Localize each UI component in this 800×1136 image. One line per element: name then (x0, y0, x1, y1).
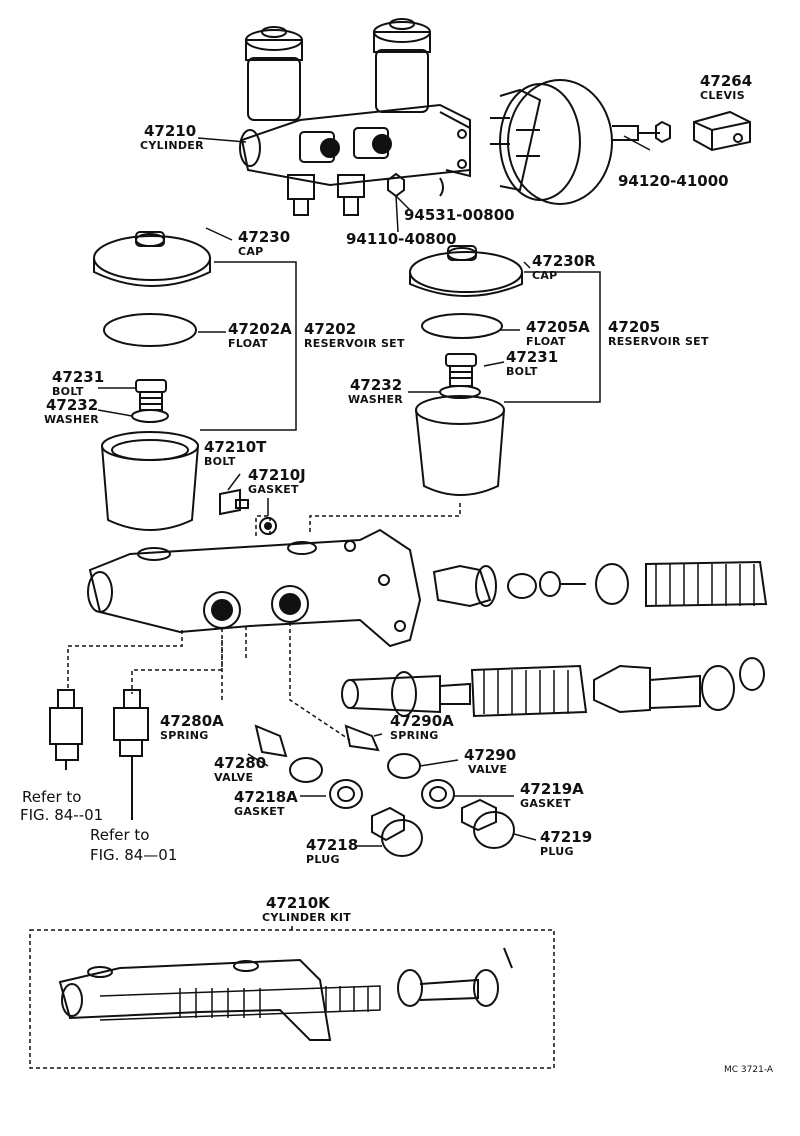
fitting-left (49, 689, 83, 770)
label-47219A-num: 47219A (520, 780, 584, 798)
label-47202-num: 47202 (304, 320, 357, 338)
springs-valves (254, 724, 515, 857)
label-47290A-name: SPRING (390, 729, 439, 742)
label-47218A-num: 47218A (234, 788, 298, 806)
clevis-drawing (693, 110, 751, 152)
label-47232-right-name: WASHER (348, 393, 404, 406)
brake-booster (490, 79, 671, 205)
label-47202A-name: FLOAT (228, 337, 268, 350)
label-47280A-num: 47280A (160, 712, 224, 730)
right-reservoir-set-drawing (409, 245, 601, 496)
label-47280-num: 47280 (214, 754, 267, 772)
label-47210-num: 47210 (144, 122, 197, 140)
label-47230R-name: CAP (532, 269, 558, 282)
label-47232-left-num: 47232 (46, 396, 99, 414)
left-reservoir-set-drawing (93, 231, 297, 531)
label-47205-num: 47205 (608, 318, 661, 336)
label-47219A-name: GASKET (520, 797, 571, 810)
piston-parts-row2 (341, 657, 765, 718)
label-47219-num: 47219 (540, 828, 593, 846)
label-47218-num: 47218 (306, 836, 359, 854)
label-47290A-num: 47290A (390, 712, 454, 730)
refer-right-line1: Refer to (90, 826, 150, 844)
label-47230-name: CAP (238, 245, 264, 258)
label-47280A-name: SPRING (160, 729, 209, 742)
label-47231-right-num: 47231 (506, 348, 559, 366)
cylinder-kit-box (29, 926, 555, 1069)
label-47202A-num: 47202A (228, 320, 292, 338)
label-47231-right-name: BOLT (506, 365, 538, 378)
label-47205-name: RESERVOIR SET (608, 335, 709, 348)
refer-right-line2: FIG. 84—01 (90, 846, 178, 864)
label-47210J-num: 47210J (248, 466, 306, 484)
figure-code: MC 3721-A (724, 1065, 774, 1075)
label-94110-num: 94110-40800 (346, 230, 457, 248)
refer-left-line1: Refer to (22, 788, 82, 806)
label-94120-num: 94120-41000 (618, 172, 729, 190)
label-47210-name: CYLINDER (140, 139, 204, 152)
label-47290-num: 47290 (464, 746, 517, 764)
cylinder-body-drawing (87, 500, 461, 648)
label-94531-num: 94531-00800 (404, 206, 515, 224)
label-47232-left-name: WASHER (44, 413, 100, 426)
label-47205A-num: 47205A (526, 318, 590, 336)
refer-left-line2: FIG. 84--01 (20, 806, 104, 824)
label-47232-right-num: 47232 (350, 376, 403, 394)
piston-parts-row1 (432, 560, 768, 608)
label-47219-name: PLUG (540, 845, 574, 858)
label-47290-name: VALVE (468, 763, 508, 776)
label-47231-left-num: 47231 (52, 368, 105, 386)
label-47210K-num: 47210K (266, 894, 330, 912)
label-47231-left-name: BOLT (52, 385, 84, 398)
label-47230R-num: 47230R (532, 252, 596, 270)
label-47230-num: 47230 (238, 228, 291, 246)
label-47210J-name: GASKET (248, 483, 299, 496)
label-47218A-name: GASKET (234, 805, 285, 818)
label-leaders (97, 135, 651, 847)
bolt-gasket-drawing (219, 488, 277, 535)
label-47218-name: PLUG (306, 853, 340, 866)
label-47210T-num: 47210T (204, 438, 267, 456)
label-47210K-name: CYLINDER KIT (262, 911, 352, 924)
label-47264-name: CLEVIS (700, 89, 745, 102)
label-47280-name: VALVE (214, 771, 254, 784)
label-47210T-name: BOLT (204, 455, 236, 468)
label-47264-num: 47264 (700, 72, 753, 90)
label-47202-name: RESERVOIR SET (304, 337, 405, 350)
master-cylinder-assembly-top (239, 18, 471, 216)
fitting-right (113, 689, 149, 820)
fitting-leaders (67, 622, 351, 741)
label-47205A-name: FLOAT (526, 335, 566, 348)
